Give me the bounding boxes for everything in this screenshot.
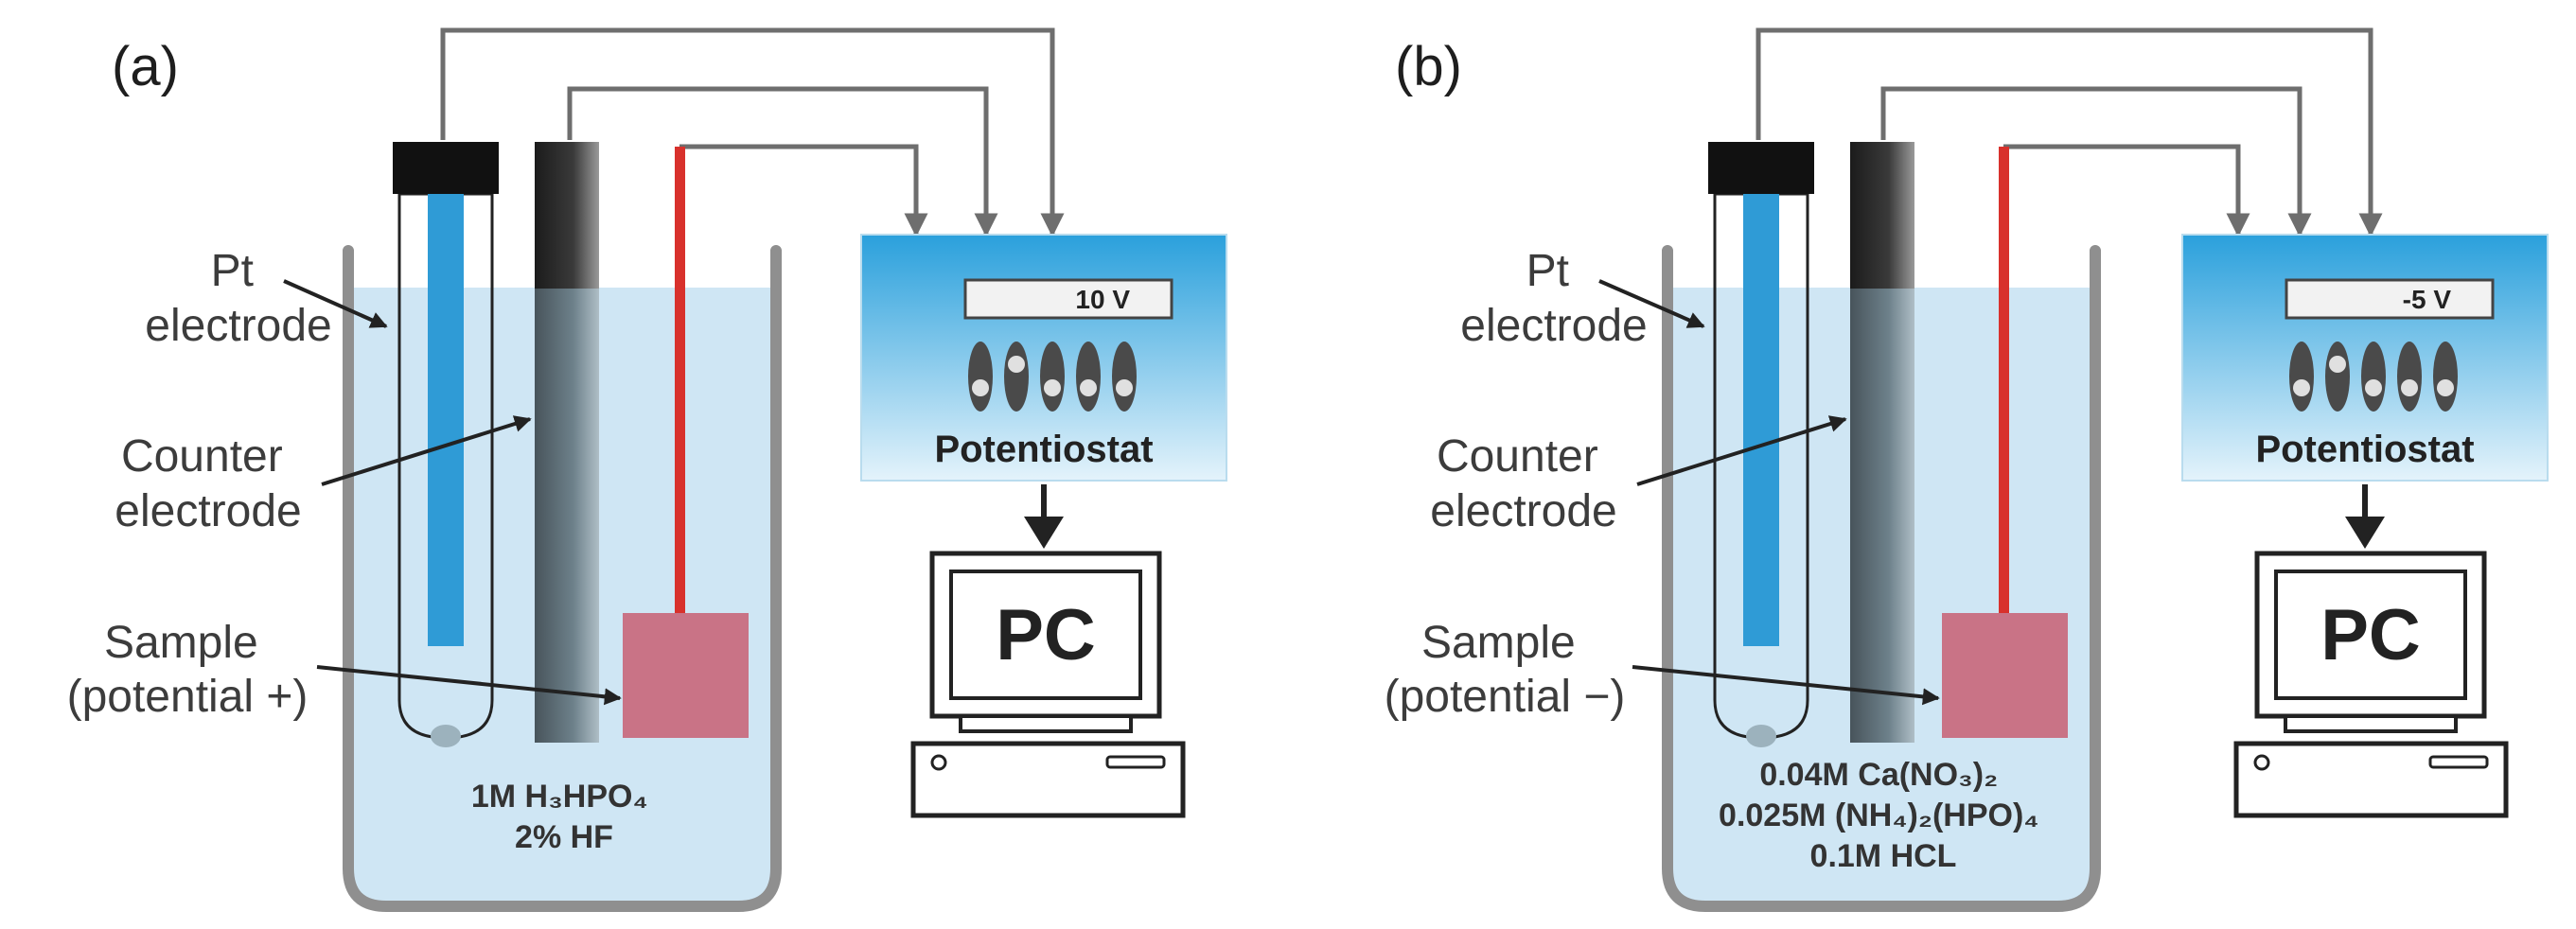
sample-electrode [623,147,749,738]
panel-label: (a) [112,36,179,97]
pt-electrode [393,142,499,747]
pt-electrode-label: Pt electrode [145,246,331,351]
counter-electrode [535,142,599,743]
connection-wires [1756,27,2383,237]
panel-b: (b) Pt electrode [1385,27,2549,912]
pc-label: PC [2320,595,2421,675]
wire-counter-electrode [1880,86,2312,237]
potentiostat-knob-icon [2289,342,2314,412]
panel-a: (a) [67,27,1227,912]
beaker [1662,245,2101,912]
counter-electrode-label: Counter electrode [1430,431,1616,536]
wire-counter-electrode [567,86,998,237]
potentiostat-knob-icon [2361,342,2386,412]
sample-label: Sample (potential +) [67,618,309,722]
voltage-value: -5 V [2403,285,2452,314]
wire-pt-electrode [1756,27,2383,237]
potentiostat-knob-icon [2433,342,2458,412]
sample-electrode [1942,147,2068,738]
counter-electrode-label: Counter electrode [115,431,301,536]
sample-label: Sample (potential −) [1385,618,1626,722]
arrow-down-icon [1024,484,1064,549]
pc-tower-icon [910,741,1186,818]
potentiostat-knob-icon [1004,342,1029,412]
pt-electrode [1708,142,1814,747]
arrow-down-icon [2345,484,2385,549]
wire-sample [2003,144,2250,237]
potentiostat-knob-icon [2325,342,2350,412]
callout-arrows [283,279,622,706]
pc-tower-icon [2233,741,2509,818]
potentiostat-knob-icon [968,342,993,412]
pc-monitor-icon [2254,551,2487,733]
solution-composition: 0.04M Ca(NO₃)₂ 0.025M (NH₄)₂(HPO)₄ 0.1M … [1719,757,2048,874]
panel-label: (b) [1395,36,1462,97]
callout-arrows [1598,279,1940,706]
potentiostat-knob-icon [1040,342,1065,412]
potentiostat-label: Potentiostat [2255,429,2474,470]
potentiostat-knob-icon [2397,342,2422,412]
potentiostat-knob-icon [1076,342,1101,412]
connection-wires [440,27,1065,237]
solution-composition: 1M H₃HPO₄ 2% HF [471,779,657,855]
voltage-display [963,278,1173,320]
beaker [343,245,782,912]
pc-label: PC [996,595,1096,675]
potentiostat-knob-icon [1112,342,1137,412]
pc: PC [910,551,1186,818]
voltage-display [2285,278,2495,320]
wire-pt-electrode [440,27,1065,237]
wire-sample [679,144,928,237]
pc-monitor-icon [929,551,1162,733]
counter-electrode [1850,142,1914,743]
potentiostat: -5 V Potentiostat [2181,234,2549,482]
potentiostat-knobs [2289,342,2458,412]
voltage-value: 10 V [1075,285,1130,314]
pc: PC [2233,551,2509,818]
potentiostat-label: Potentiostat [934,429,1153,470]
pt-electrode-label: Pt electrode [1460,246,1647,351]
potentiostat: 10 V Potentiostat [860,234,1227,482]
potentiostat-knobs [968,342,1137,412]
